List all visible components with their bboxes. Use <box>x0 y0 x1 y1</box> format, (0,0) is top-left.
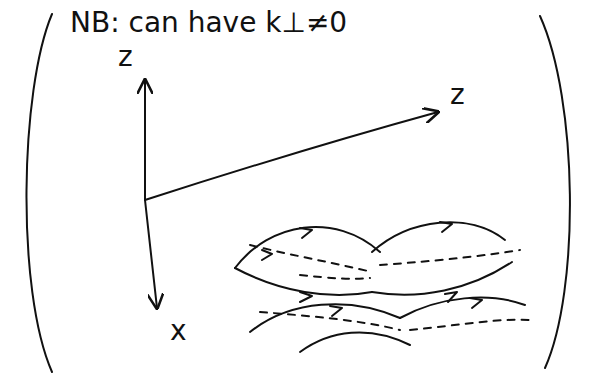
axis-label: z <box>118 42 133 73</box>
left-bracket <box>26 14 52 372</box>
axis-label: x <box>170 316 187 347</box>
right-bracket <box>540 16 570 368</box>
horizontal-axis <box>145 112 438 200</box>
vertical-axis <box>144 80 146 200</box>
axis-label: z <box>450 80 465 111</box>
field-lines <box>235 222 525 352</box>
hidden-field-lines <box>250 245 530 330</box>
x-axis <box>145 200 157 308</box>
note-text: NB: can have k⊥≠0 <box>70 8 347 39</box>
